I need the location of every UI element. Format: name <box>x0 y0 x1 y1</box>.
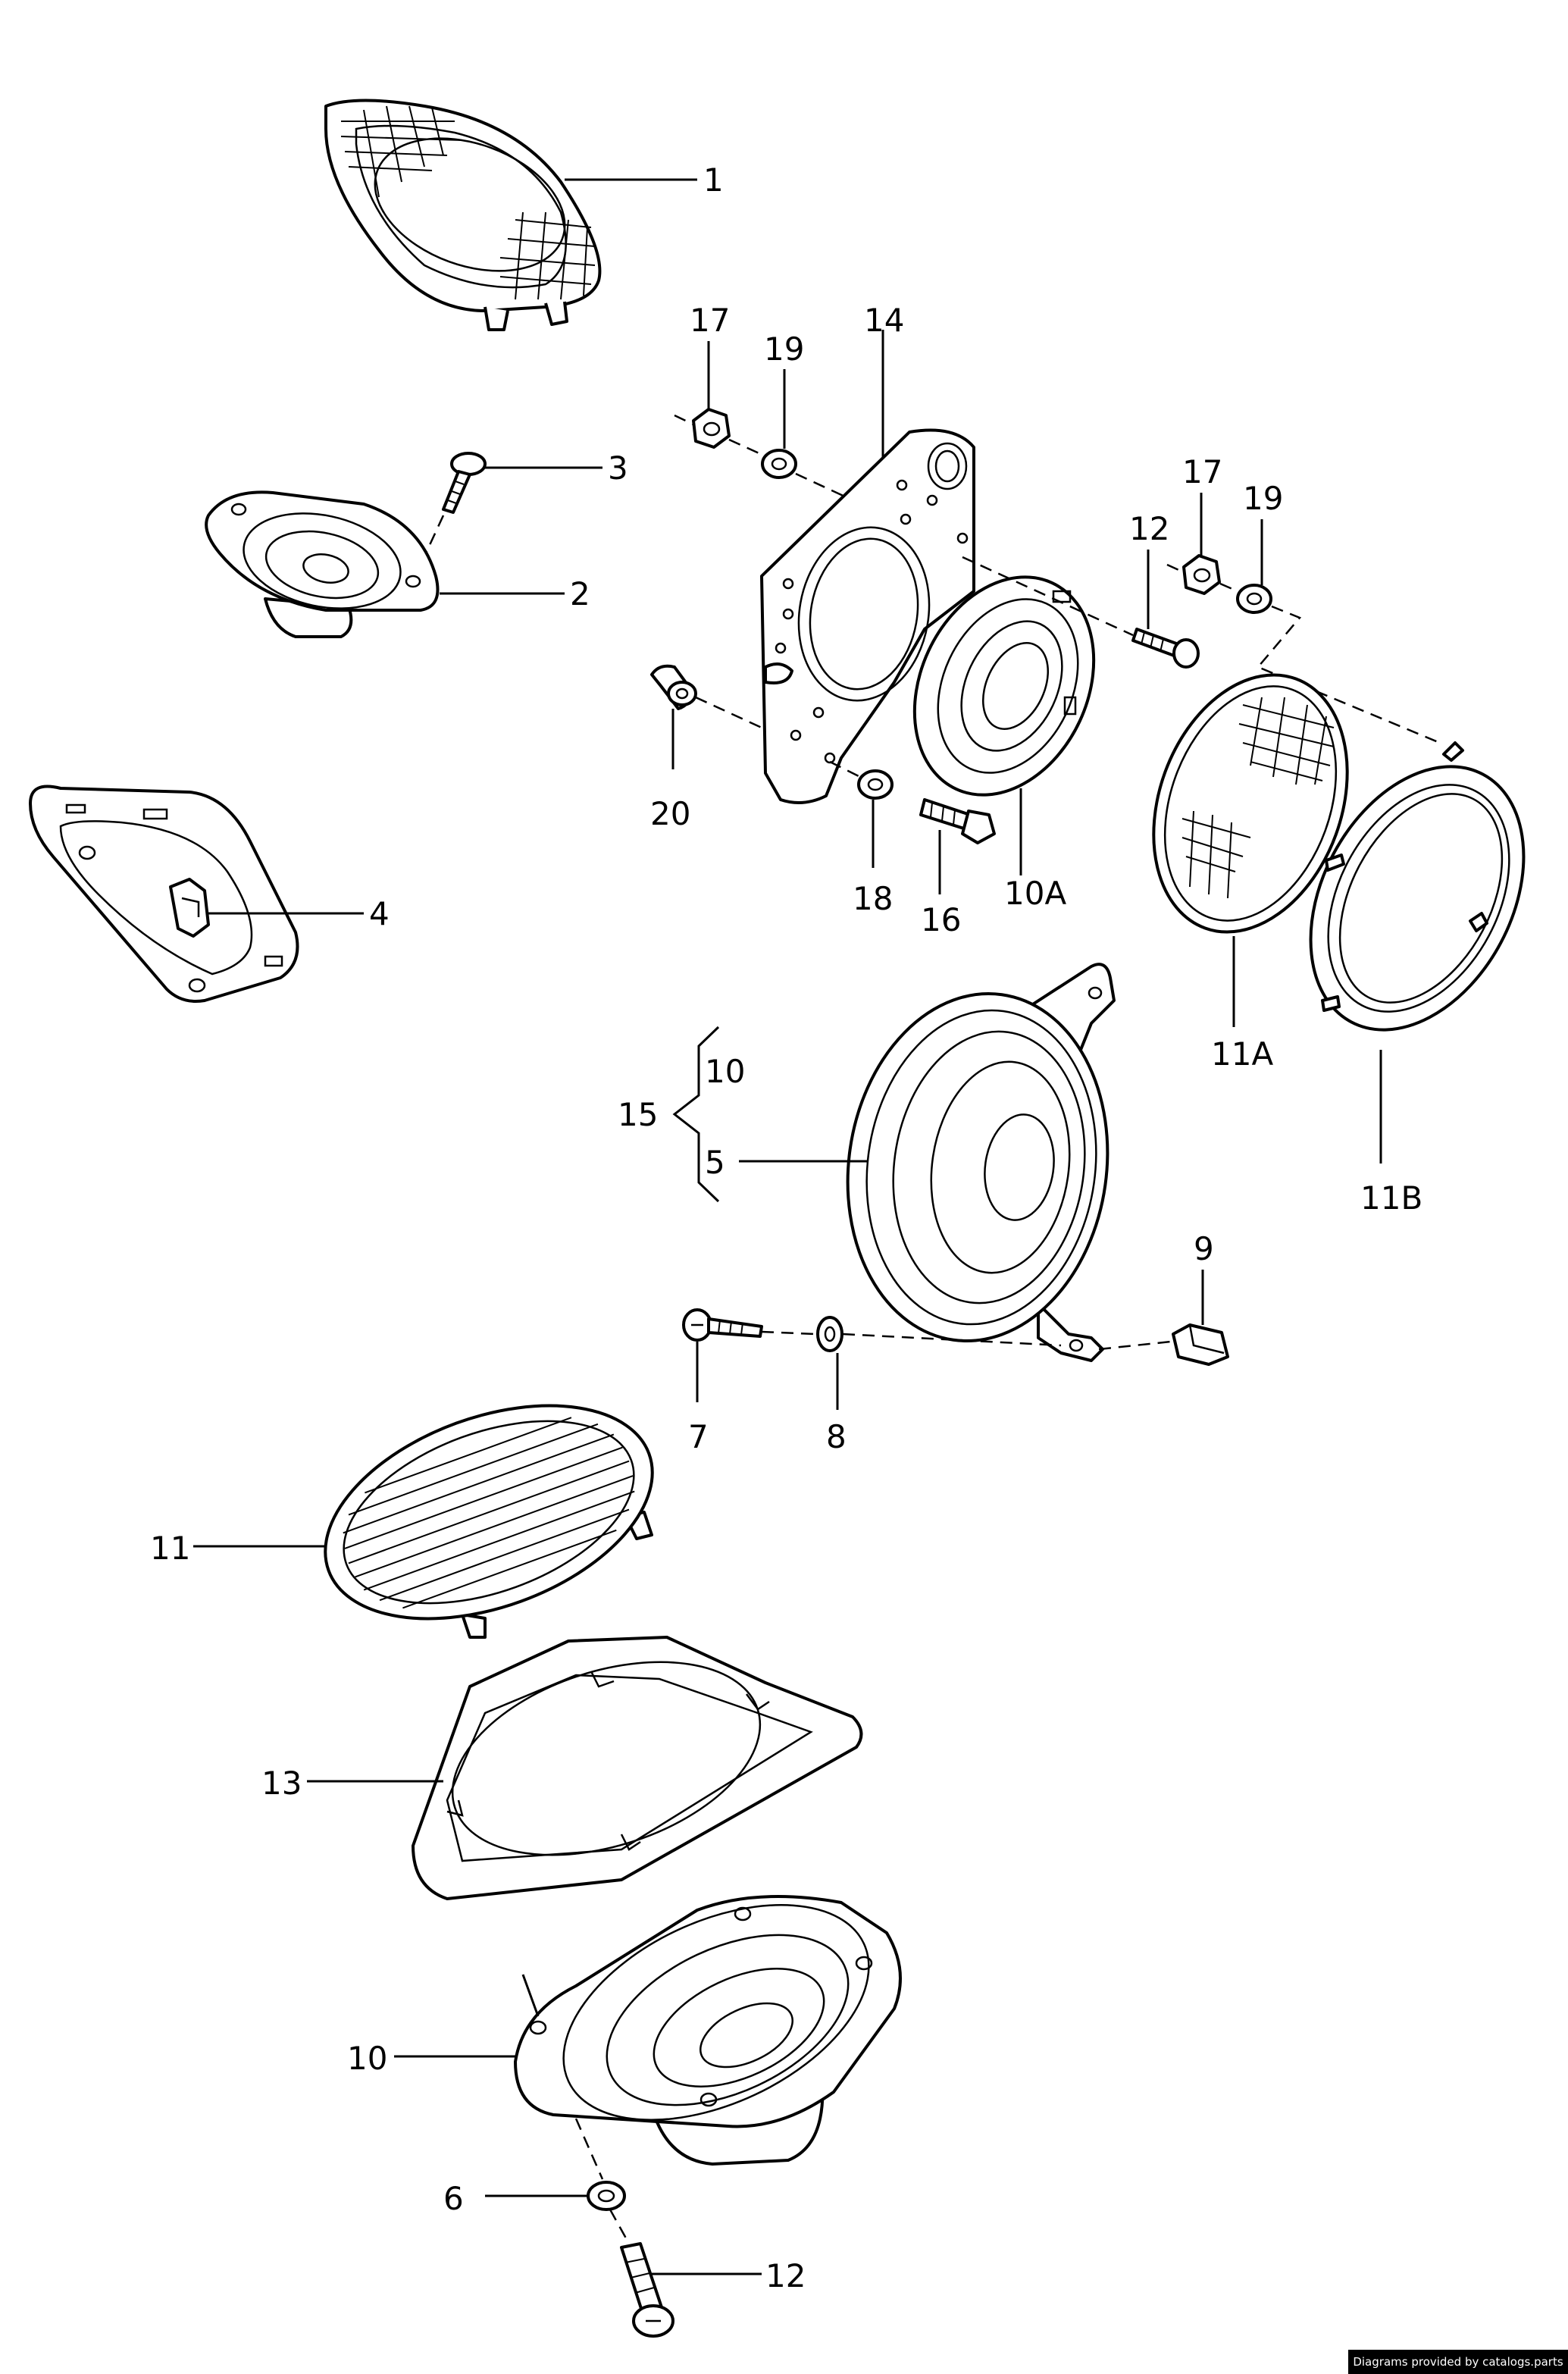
part-3-screw <box>442 452 487 514</box>
label-2: 2 <box>570 575 590 612</box>
part-20-spacer <box>650 664 697 710</box>
part-17-nut-right <box>1182 554 1221 595</box>
label-11a: 11A <box>1211 1035 1273 1073</box>
label-17-left: 17 <box>690 302 730 339</box>
part-7-screw <box>682 1308 763 1342</box>
label-12-top: 12 <box>1129 510 1169 547</box>
label-9: 9 <box>1194 1230 1214 1267</box>
label-19-left: 19 <box>764 330 804 368</box>
part-1-tweeter-cover <box>324 99 602 331</box>
label-3: 3 <box>608 449 628 487</box>
part-14-mounting-plate <box>760 428 975 804</box>
assembly-line-19-right <box>1219 582 1238 593</box>
label-12-bottom: 12 <box>765 2257 806 2294</box>
label-17-right: 17 <box>1182 453 1222 490</box>
part-17-nut-left <box>692 408 731 449</box>
label-19-right: 19 <box>1243 480 1283 517</box>
label-1: 1 <box>703 161 724 199</box>
part-8-washer <box>816 1316 843 1352</box>
part-18-washer <box>857 769 894 800</box>
assembly-line-12-top <box>962 556 1134 637</box>
assembly-line-3 <box>414 515 445 577</box>
assembly-line-6 <box>609 2209 631 2244</box>
assembly-line-10-bottom <box>574 2118 604 2180</box>
part-11a-round-grille <box>1152 673 1349 934</box>
label-11b: 11B <box>1360 1179 1422 1217</box>
leader-10-bottom-tick <box>521 1974 540 2017</box>
part-16-bolt <box>919 798 996 844</box>
part-10-oval-speaker <box>514 1895 902 2166</box>
assembly-line-9 <box>1098 1340 1172 1351</box>
assembly-line-17-right <box>1166 563 1185 574</box>
part-4-speaker-housing <box>29 785 299 1003</box>
part-19-washer-right <box>1236 584 1272 614</box>
assembly-line-17-left <box>674 414 694 426</box>
label-10-bottom: 10 <box>347 2040 387 2077</box>
part-11-oval-grille <box>324 1404 654 1639</box>
label-15: 15 <box>618 1096 658 1133</box>
label-14: 14 <box>864 302 904 339</box>
part-10a-tweeter <box>912 575 1096 797</box>
part-15-assembly-brace <box>672 1026 720 1203</box>
assembly-line-20 <box>695 696 762 729</box>
part-6-washer <box>587 2181 626 2211</box>
part-13-adapter-plate <box>412 1636 863 1900</box>
assembly-line-18 <box>829 760 861 778</box>
label-11: 11 <box>150 1530 190 1567</box>
assembly-line-8 <box>842 1333 1062 1347</box>
label-13: 13 <box>261 1765 302 1802</box>
label-7: 7 <box>688 1418 709 1455</box>
assembly-line-7 <box>761 1330 815 1336</box>
part-19-washer-left <box>761 449 797 479</box>
part-2-small-speaker <box>205 490 440 638</box>
label-18: 18 <box>853 880 893 917</box>
assembly-line-19-right-b <box>1256 605 1441 744</box>
label-10a: 10A <box>1004 875 1066 912</box>
credit-banner: Diagrams provided by catalogs.parts <box>1348 2350 1568 2374</box>
label-5: 5 <box>705 1144 725 1181</box>
label-20: 20 <box>650 795 690 832</box>
label-16: 16 <box>921 901 961 938</box>
label-10-top: 10 <box>705 1053 745 1090</box>
part-11b-ring-frame <box>1309 741 1526 1032</box>
part-12-screw-top <box>1131 628 1200 669</box>
part-12-screw-bottom <box>620 2242 674 2338</box>
label-8: 8 <box>826 1418 847 1455</box>
label-6: 6 <box>443 2180 464 2217</box>
part-9-clip-nut <box>1172 1323 1229 1366</box>
assembly-line-19 <box>728 438 763 456</box>
part-5-main-speaker <box>846 963 1116 1362</box>
label-4: 4 <box>369 895 390 932</box>
